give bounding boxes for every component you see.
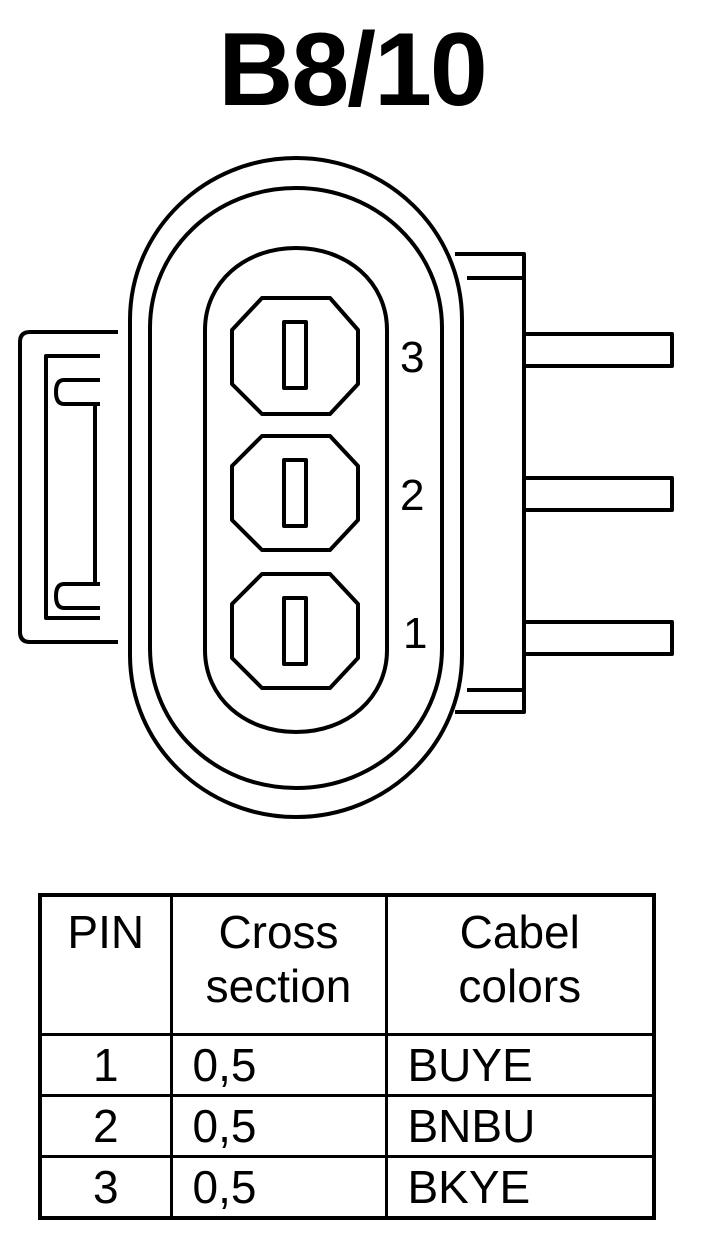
cell-color: BKYE [384,1155,656,1220]
table-row: 3 0,5 BKYE [38,1155,656,1220]
cell-pin: 2 [38,1094,173,1158]
left-latch-outer [18,330,118,644]
pin-cavity-frame [203,246,389,734]
table-row: 1 0,5 BUYE [38,1033,656,1097]
right-terminal-1 [522,620,674,656]
cell-pin: 3 [38,1155,173,1220]
housing-middle [148,186,444,790]
cell-cross-section: 0,5 [169,1155,388,1220]
right-bracket [455,252,526,714]
cell-color: BNBU [384,1094,656,1158]
pin-label-2: 2 [400,471,424,520]
pin-label-1: 1 [403,609,427,658]
right-bracket-inner [467,276,524,692]
pin-socket-3 [230,296,360,416]
pin-contact-3 [282,320,308,390]
pin-contact-2 [282,458,308,528]
pin-socket-1 [230,572,360,690]
left-latch-inner [44,354,100,620]
cell-cross-section: 0,5 [169,1094,388,1158]
latch-tab-bottom [54,582,100,610]
table-row: 2 0,5 BNBU [38,1094,656,1158]
pin-contact-1 [282,596,308,666]
connector-drawing: 3 2 1 [18,156,674,819]
diagram-title: B8/10 [218,12,488,128]
pin-label-3: 3 [400,333,424,382]
latch-tab-top [54,378,100,406]
housing-outer [128,156,464,819]
cell-cross-section: 0,5 [169,1033,388,1097]
right-terminal-3 [522,332,674,368]
cell-color: BUYE [384,1033,656,1097]
cell-pin: 1 [38,1033,173,1097]
pin-socket-2 [230,434,360,552]
right-terminal-2 [522,476,674,512]
header-pin: PIN [38,893,173,1036]
